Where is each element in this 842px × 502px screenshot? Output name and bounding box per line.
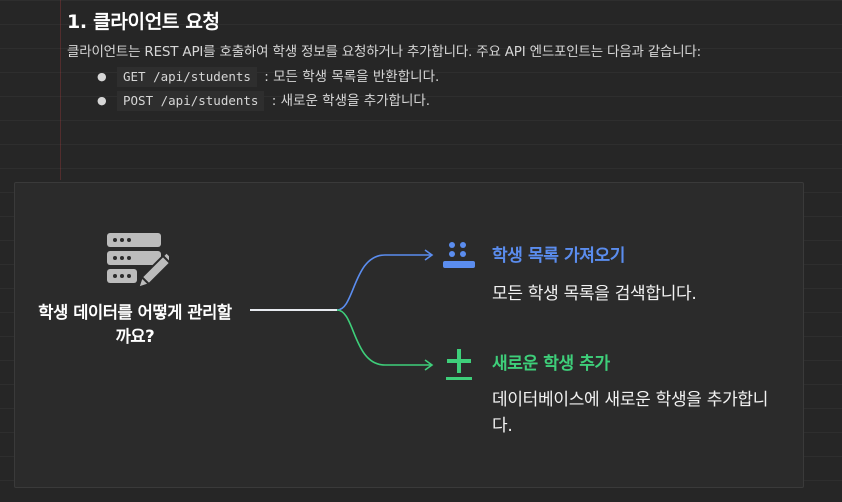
endpoint-description: : 새로운 학생을 추가합니다. [271,93,431,109]
section-heading: 1. 클라이언트 요청 [67,11,220,33]
list-item: ● GET /api/students : 모든 학생 목록을 반환합니다. [67,65,767,89]
branch-connectors [250,249,434,371]
endpoint-list: ● GET /api/students : 모든 학생 목록을 반환합니다. ●… [67,65,767,113]
add-branch-title: 새로운 학생 추가 [492,354,610,374]
list-item: ● POST /api/students : 새로운 학생을 추가합니다. [67,89,767,113]
fetch-branch-title: 학생 목록 가져오기 [492,246,625,266]
diagram-card[interactable]: 학생 데이터를 어떻게 관리할까요? 학생 목록 가져오기 모든 학생 목록을 … [14,182,804,488]
endpoint-code[interactable]: GET /api/students [117,67,257,87]
diagram-question: 학생 데이터를 어떻게 관리할까요? [38,303,232,346]
intro-paragraph: 클라이언트는 REST API를 호출하여 학생 정보를 요청하거나 추가합니다… [67,44,701,60]
plus-icon [446,349,472,380]
endpoint-description: : 모든 학생 목록을 반환합니다. [264,69,440,85]
database-edit-icon [107,233,169,290]
endpoint-code[interactable]: POST /api/students [117,91,265,111]
bullet-icon: ● [97,94,107,107]
margin-line [60,0,61,180]
bullet-icon: ● [97,70,107,83]
document-section: 1. 클라이언트 요청 클라이언트는 REST API를 호출하여 학생 정보를… [67,8,767,113]
list-fetch-icon [443,242,475,268]
add-branch-description: 데이터베이스에 새로운 학생을 추가합니다. [492,390,769,436]
fetch-branch-description: 모든 학생 목록을 검색합니다. [492,284,697,304]
